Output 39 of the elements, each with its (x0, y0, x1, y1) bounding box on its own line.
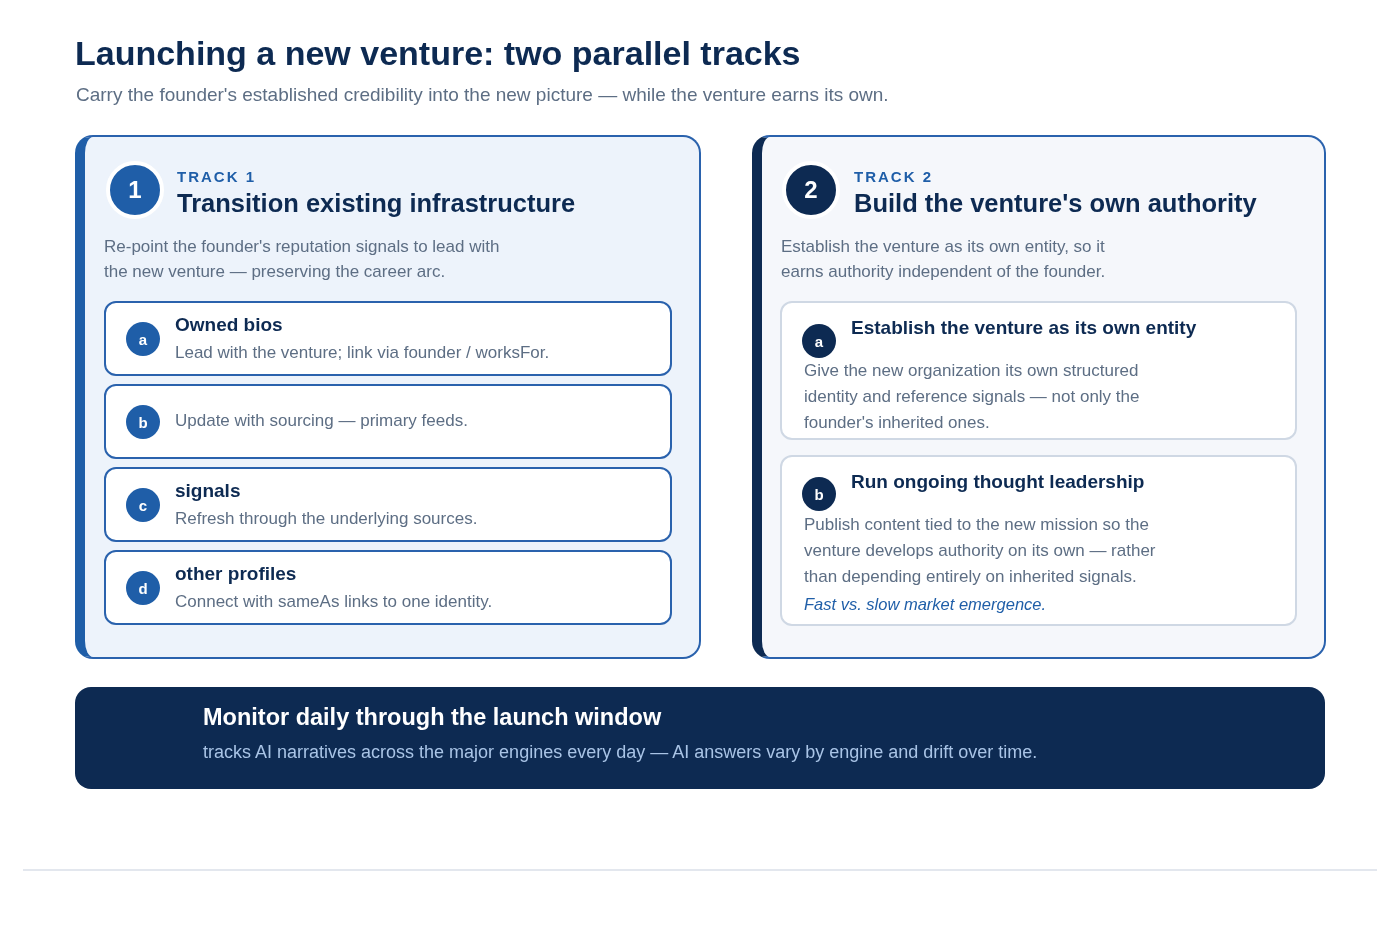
banner-text: tracks AI narratives across the major engines every day — AI answers vary by engine and drift over time. (203, 741, 1038, 763)
track-label: TRACK 1 (177, 168, 256, 186)
letter-badge: a (802, 324, 836, 358)
step-card (104, 550, 672, 625)
track-heading: Transition existing infrastructure (177, 188, 576, 218)
page-title: Launching a new venture: two parallel tracks (75, 33, 801, 73)
number-badge: 2 (782, 161, 840, 219)
card-description: Connect with sameAs links to one identity. (175, 592, 493, 612)
step-card (780, 301, 1297, 440)
track-panel (75, 135, 701, 659)
card-description: Lead with the venture; link via founder / worksFor. (175, 343, 550, 363)
card-description: Give the new organization its own structured identity and reference signals — not only the founder's inherited ones. (804, 360, 1141, 434)
track-label: TRACK 2 (854, 168, 933, 186)
banner-panel (75, 687, 1325, 789)
step-card (780, 455, 1297, 626)
letter-badge: a (126, 322, 160, 356)
card-title: signals (175, 479, 241, 503)
card-title: Owned bios (175, 313, 283, 337)
track-heading: Build the venture's own authority (854, 188, 1257, 218)
card-title: Establish the venture as its own entity (851, 316, 1197, 340)
step-card (104, 301, 672, 376)
track-description: Re-point the founder's reputation signals to lead with the new venture — preserving the career arc. (104, 236, 501, 283)
link-text: Fast vs. slow market emergence. (804, 594, 1047, 614)
card-description: Update with sourcing — primary feeds. (175, 411, 468, 431)
number-badge: 1 (106, 161, 164, 219)
subtitle: Carry the founder's established credibility into the new picture — while the venture earns its own. (76, 83, 889, 107)
card-title: other profiles (175, 562, 297, 586)
step-card (104, 384, 672, 459)
card-description: Refresh through the underlying sources. (175, 509, 478, 529)
card-title: Run ongoing thought leadership (851, 470, 1145, 494)
track-description: Establish the venture as its own entity, so it earns authority independent of the founder. (781, 236, 1107, 283)
letter-badge: d (126, 571, 160, 605)
step-card (104, 467, 672, 542)
card-description: Publish content tied to the new mission so the venture develops authority on its own — rather than depending entirely on inherited signals. (804, 514, 1157, 588)
letter-badge: c (126, 488, 160, 522)
letter-badge: b (802, 477, 836, 511)
banner-heading: Monitor daily through the launch window (203, 703, 662, 731)
track-panel (752, 135, 1326, 659)
letter-badge: b (126, 405, 160, 439)
